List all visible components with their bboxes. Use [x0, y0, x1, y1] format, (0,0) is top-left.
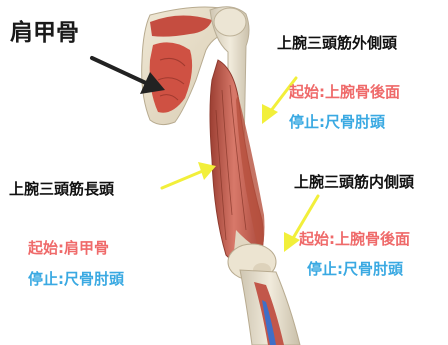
long-head-title: 上腕三頭筋長頭 [9, 182, 114, 197]
pointer-long-head [162, 162, 216, 188]
medial-head-origin: 起始:上腕骨後面 [299, 232, 410, 247]
medial-head-insertion: 停止:尺骨肘頭 [307, 262, 403, 277]
scapula-label: 肩甲骨 [10, 22, 79, 45]
triceps-muscle [210, 60, 265, 265]
lateral-head-title: 上腕三頭筋外側頭 [277, 36, 397, 51]
long-head-origin: 起始:肩甲骨 [28, 241, 109, 256]
long-head-insertion: 停止:尺骨肘頭 [28, 272, 124, 287]
forearm [240, 270, 300, 345]
medial-head-title: 上腕三頭筋内側頭 [294, 175, 414, 190]
lateral-head-insertion: 停止:尺骨肘頭 [289, 115, 385, 130]
lateral-head-origin: 起始:上腕骨後面 [289, 85, 400, 100]
